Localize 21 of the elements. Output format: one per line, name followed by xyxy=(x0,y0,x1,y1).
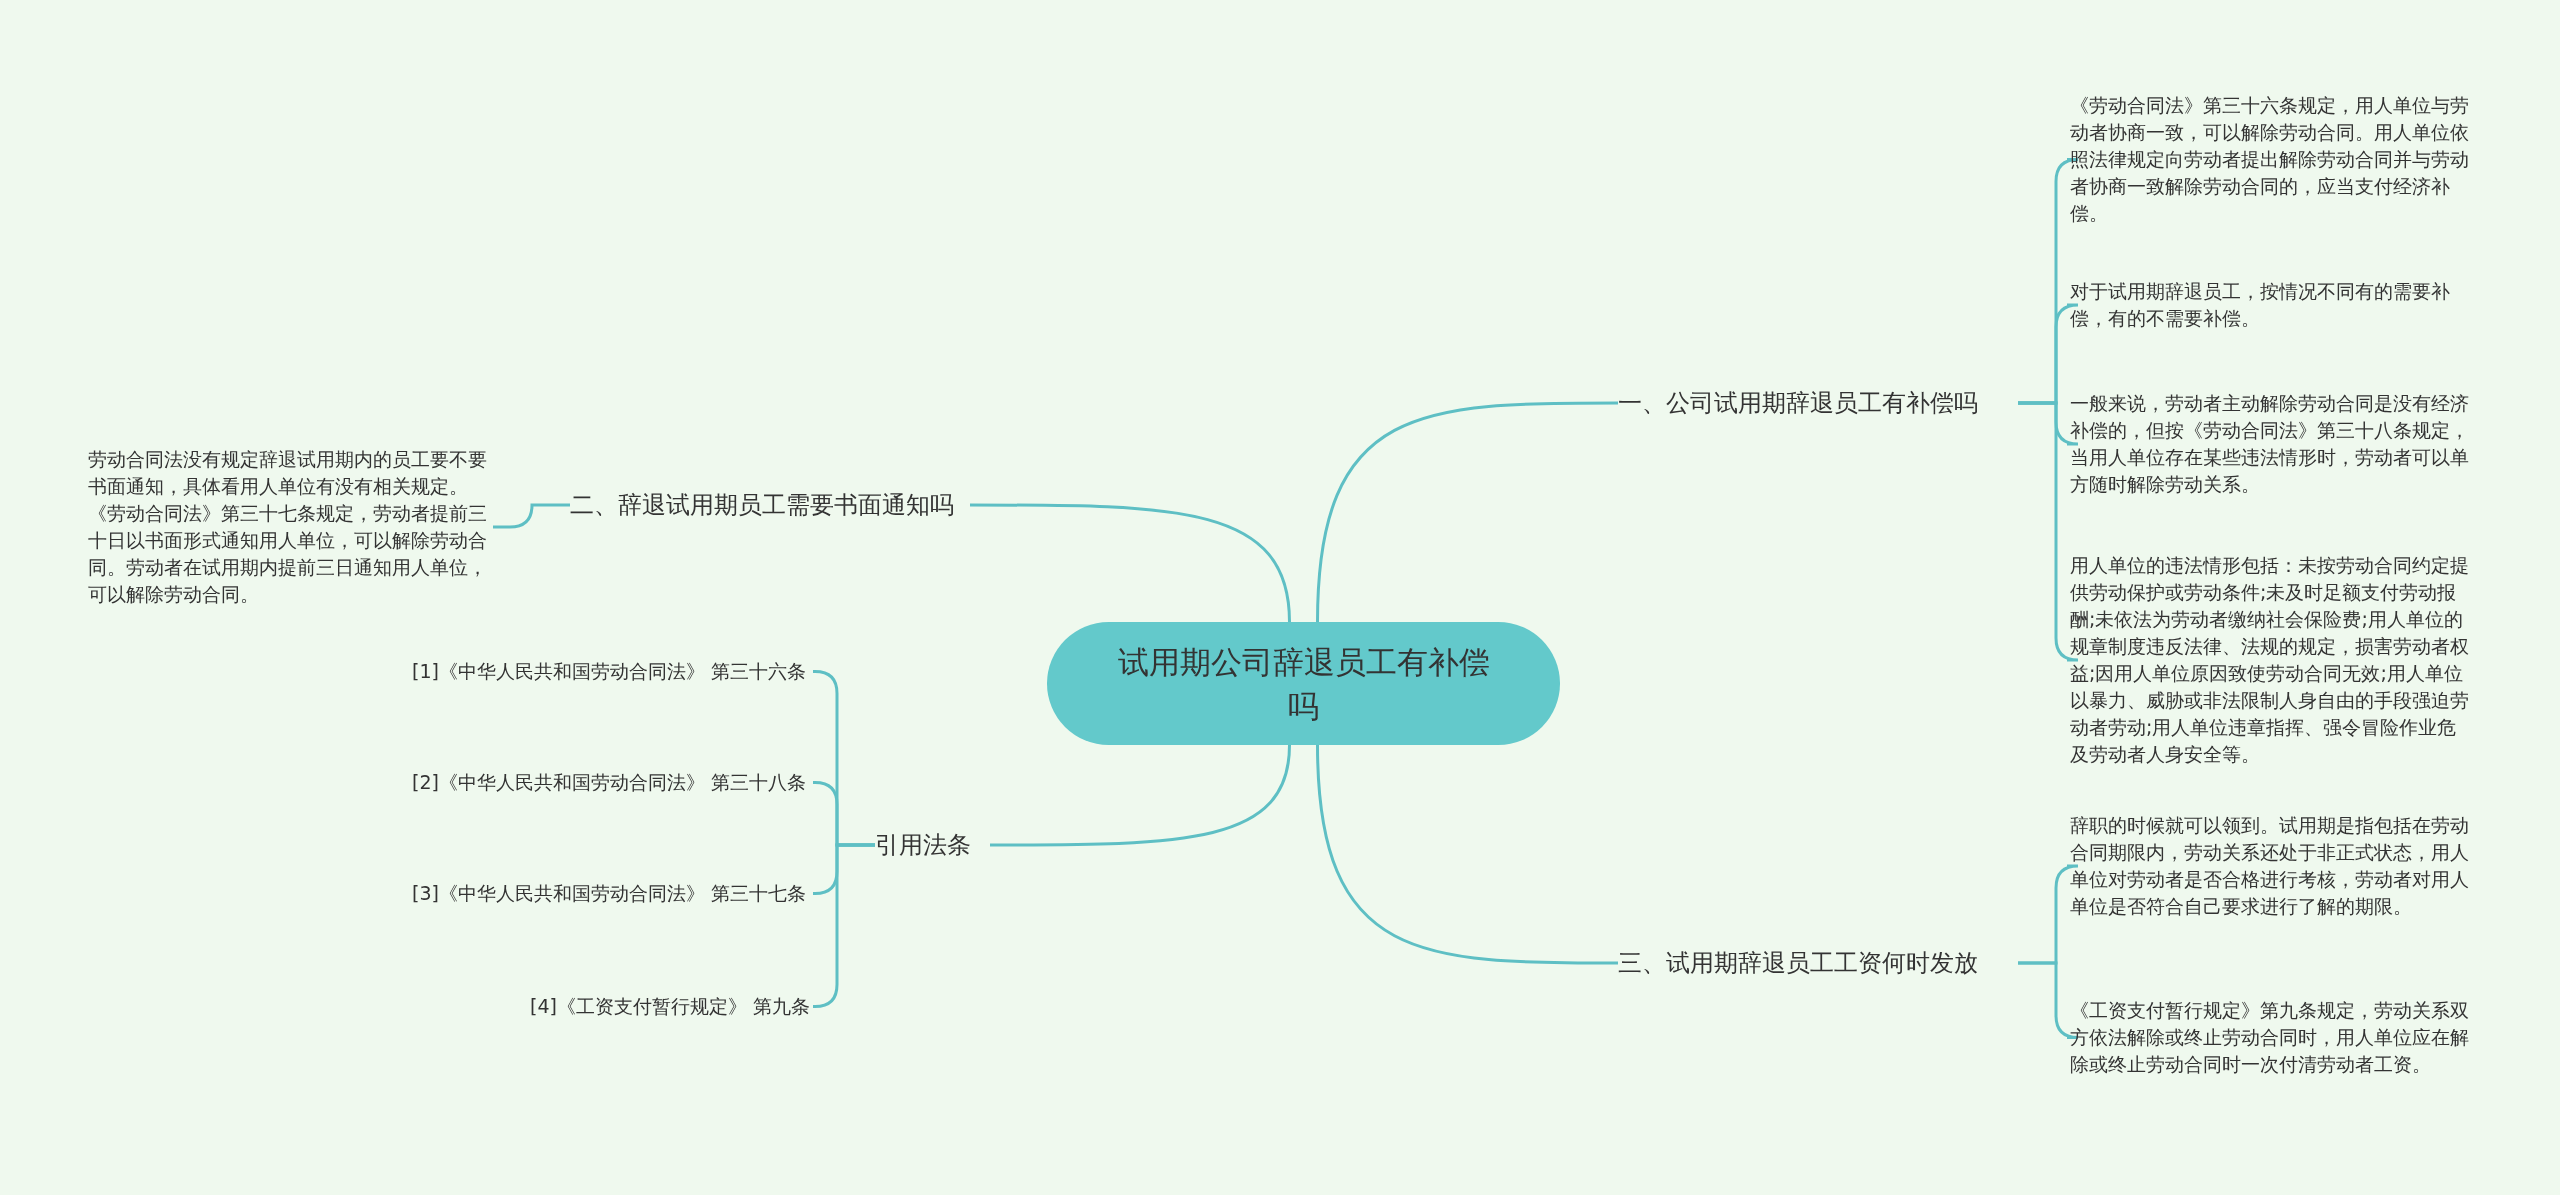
connector-line xyxy=(493,503,570,529)
connector-line xyxy=(1316,401,1618,623)
note-text: [1]《中华人民共和国劳动合同法》 第三十六条 xyxy=(412,658,810,685)
note-text: 劳动合同法没有规定辞退试用期内的员工要不要书面通知，具体看用人单位有没有相关规定。《劳动合同法》第三十七条规定，劳动者提前三十日以书面形式通知用人单位，可以解除劳动合同。劳动者在试用期内提前三日通知用人单位，可以解除劳动合同。 xyxy=(88,446,490,608)
note-text: [3]《中华人民共和国劳动合同法》 第三十七条 xyxy=(412,880,810,907)
note-text: [4]《工资支付暂行规定》 第九条 xyxy=(412,993,810,1020)
central-topic: 试用期公司辞退员工有补偿吗 xyxy=(1047,622,1560,745)
note-text: 对于试用期辞退员工，按情况不同有的需要补偿，有的不需要补偿。 xyxy=(2070,278,2475,332)
branch-topic: 引用法条 xyxy=(875,828,990,862)
note-text: 《工资支付暂行规定》第九条规定，劳动关系双方依法解除或终止劳动合同时，用人单位应在解除或终止劳动合同时一次付清劳动者工资。 xyxy=(2070,997,2475,1078)
branch-topic: 一、公司试用期辞退员工有补偿吗 xyxy=(1618,386,2018,420)
note-text: 《劳动合同法》第三十六条规定，用人单位与劳动者协商一致，可以解除劳动合同。用人单位依照法律规定向劳动者提出解除劳动合同并与劳动者协商一致解除劳动合同的，应当支付经济补偿。 xyxy=(2070,92,2475,227)
note-text: 用人单位的违法情形包括：未按劳动合同约定提供劳动保护或劳动条件;未及时足额支付劳动报酬;未依法为劳动者缴纳社会保险费;用人单位的规章制度违反法律、法规的规定，损害劳动者权益;因用人单位原因致使劳动合同无效;用人单位以暴力、威胁或非法限制人身自由的手段强迫劳动者劳动;用人单位违章指挥、强令冒险作业危及劳动者人身安全等。 xyxy=(2070,552,2475,768)
note-text: 一般来说，劳动者主动解除劳动合同是没有经济补偿的，但按《劳动合同法》第三十八条规定，当用人单位存在某些违法情形时，劳动者可以单方随时解除劳动关系。 xyxy=(2070,390,2475,498)
connector-line xyxy=(970,503,1291,623)
connector-line xyxy=(990,744,1291,847)
note-text: 辞职的时候就可以领到。试用期是指包括在劳动合同期限内，劳动关系还处于非正式状态，用人单位对劳动者是否合格进行考核，劳动者对用人单位是否符合自己要求进行了解的期限。 xyxy=(2070,812,2475,920)
connector-line xyxy=(1316,744,1618,965)
note-text: [2]《中华人民共和国劳动合同法》 第三十八条 xyxy=(412,769,810,796)
branch-topic: 二、辞退试用期员工需要书面通知吗 xyxy=(570,488,970,522)
branch-topic: 三、试用期辞退员工工资何时发放 xyxy=(1618,946,2018,980)
